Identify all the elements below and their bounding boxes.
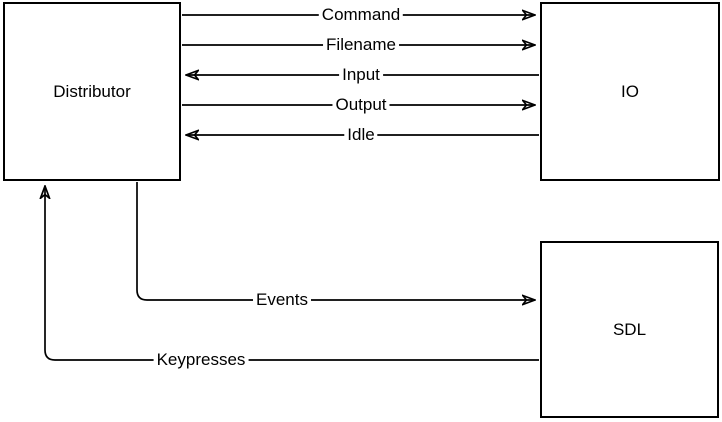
edge-keypresses-label: Keypresses	[153, 350, 249, 370]
edge-keypresses-line	[45, 186, 539, 361]
node-sdl-label: SDL	[612, 319, 647, 339]
edge-output-label: Output	[332, 95, 390, 115]
node-distributor: Distributor	[3, 2, 181, 181]
edge-input-label: Input	[339, 65, 383, 85]
edge-filename-label: Filename	[323, 35, 399, 55]
node-io: IO	[540, 2, 720, 181]
edge-events-label: Events	[253, 290, 311, 310]
edge-idle-label: Idle	[344, 125, 378, 145]
node-distributor-label: Distributor	[53, 81, 131, 101]
edge-command-label: Command	[318, 5, 404, 25]
node-io-label: IO	[621, 81, 639, 101]
node-sdl: SDL	[540, 241, 719, 418]
edge-events-line	[136, 182, 535, 300]
